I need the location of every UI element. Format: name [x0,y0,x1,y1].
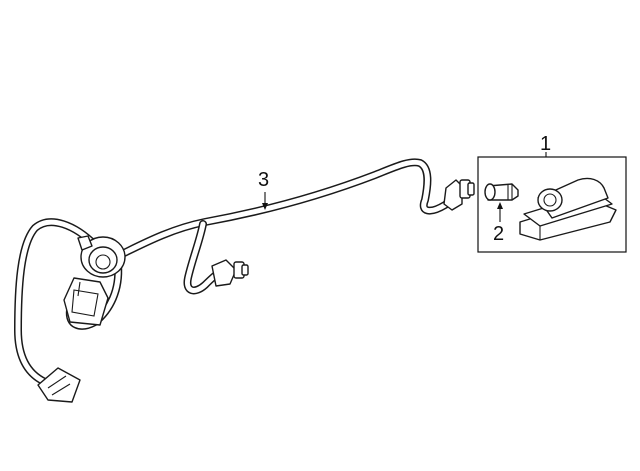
grommet [77,235,126,278]
lamp-housing-part [519,177,617,241]
callout-label-3: 3 [258,169,269,191]
bottom-connector [37,367,81,403]
bulb-part [484,183,519,201]
harness-wire [14,158,456,386]
callout-3: 3 [258,169,269,210]
left-socket [63,277,109,326]
detail-box: 1 2 [477,133,627,253]
middle-socket [211,259,249,287]
callout-label-2: 2 [493,223,504,245]
right-socket [443,179,475,211]
callout-label-1: 1 [540,133,551,155]
